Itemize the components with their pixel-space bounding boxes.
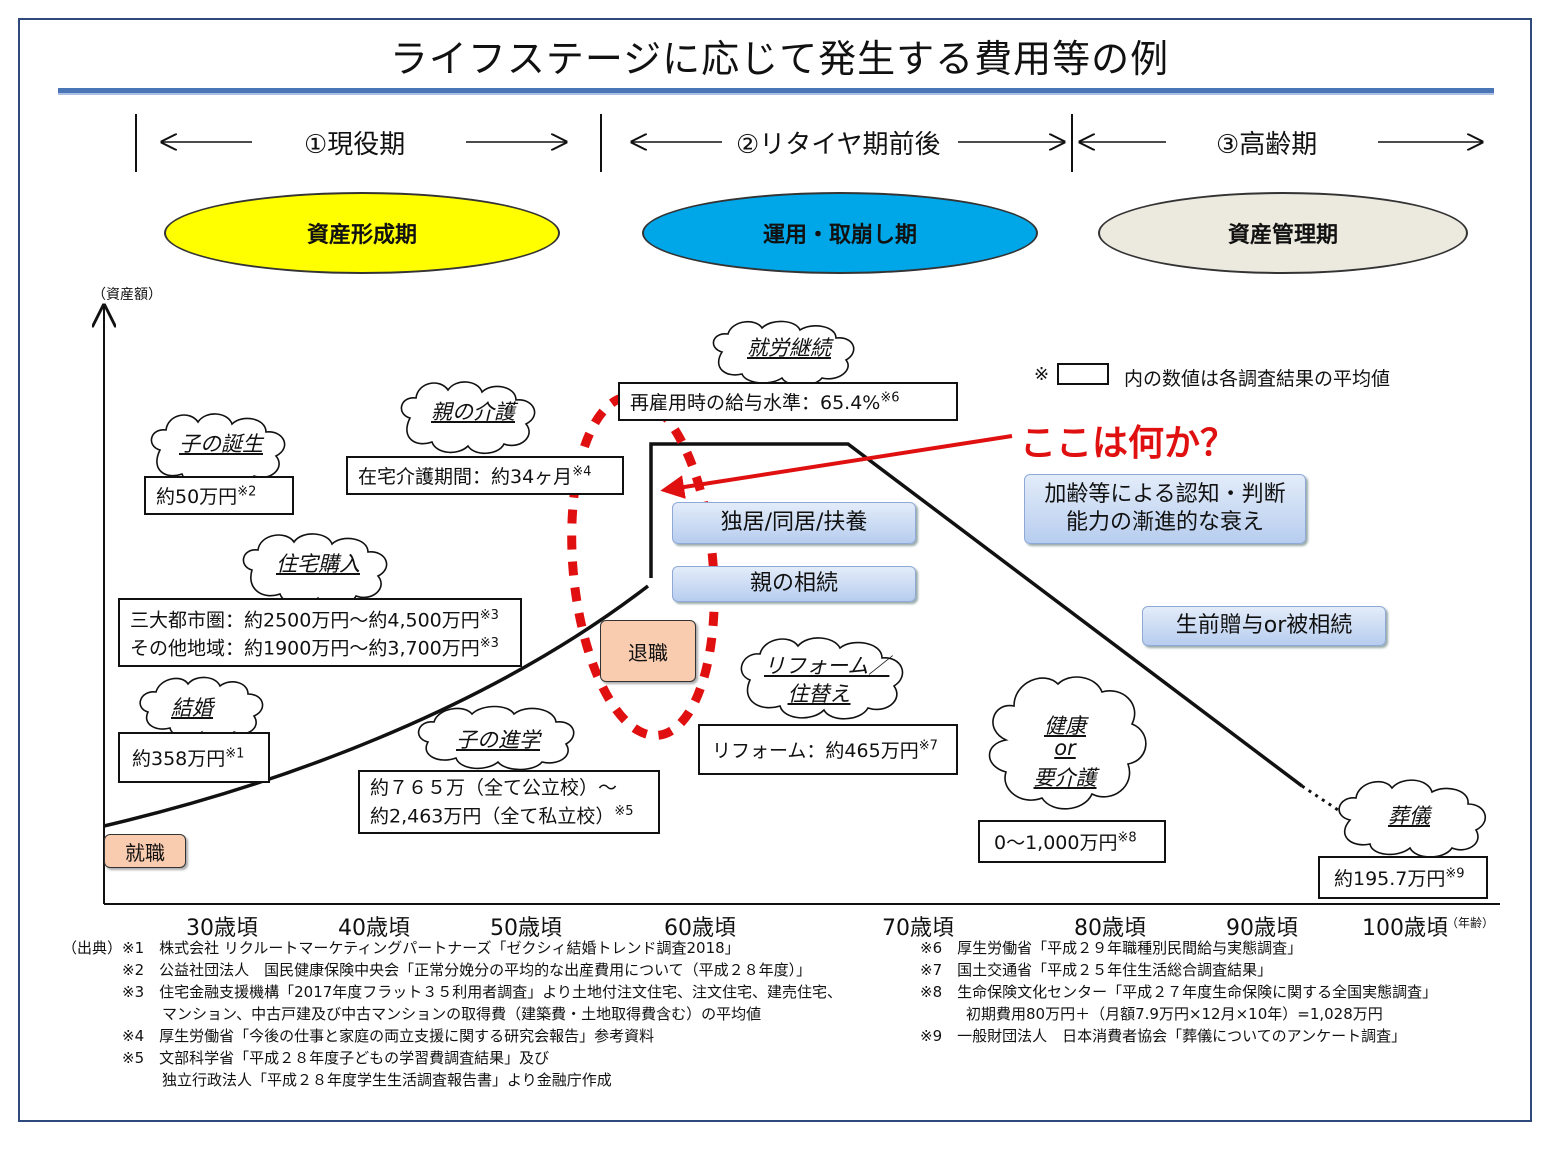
asset-curve-plateau — [649, 442, 1304, 788]
x-axis-unit: （年齢） — [1446, 916, 1495, 930]
value-health: 0～1,000万円※8 — [978, 820, 1166, 863]
event-reform-label-2: 住替え — [787, 682, 851, 706]
question-text: ここは何か？ — [1020, 423, 1237, 464]
event-health-label-1: 健康 — [1044, 714, 1086, 738]
asset-curve-rise — [103, 584, 650, 828]
value-funeral: 約195.7万円※9 — [1318, 856, 1488, 899]
question-arrow — [660, 434, 1013, 499]
tag-job: 就職 — [104, 834, 186, 868]
source-left-7: 独立行政法人「平成２８年度学生生活調査報告書」より金融庁作成 — [162, 1071, 612, 1089]
oval-drawdown: 運用・取崩し期 — [642, 192, 1038, 274]
source-right-1: ※6 厚生労働省「平成２９年職種別民間給与実態調査」 — [920, 939, 1303, 957]
cloud-care — [400, 381, 536, 455]
value-care: 在宅介護期間：約34ヶ月※4 — [346, 456, 624, 495]
y-axis-label: （資産額） — [92, 287, 162, 303]
source-right-2: ※7 国土交通省「平成２５年住生活総合調査結果」 — [920, 961, 1273, 979]
value-work: 再雇用時の給与水準：65.4%※6 — [618, 382, 958, 421]
event-house-label: 住宅購入 — [276, 552, 360, 576]
cloud-funeral — [1338, 779, 1487, 858]
age-tick: 60歳頃 — [664, 916, 736, 941]
legend-mark: ※ — [1034, 364, 1050, 385]
source-left-3: ※3 住宅金融支援機構「2017年度フラット３５利用者調査」より土地付注文住宅、… — [122, 983, 842, 1001]
age-tick: 70歳頃 — [882, 916, 954, 941]
value-education: 約７６５万（全て公立校）～ 約2,463万円（全て私立校）※5 — [358, 770, 660, 835]
event-marriage-label: 結婚 — [171, 696, 213, 720]
source-right-3: ※8 生命保険文化センター「平成２７年度生命保険に関する全国実態調査」 — [920, 983, 1438, 1001]
box-decline: 加齢等による認知・判断 能力の漸進的な衰え — [1024, 474, 1306, 544]
value-reform: リフォーム：約465万円※7 — [698, 724, 958, 775]
source-lead: （出典） — [62, 939, 123, 957]
age-tick: 50歳頃 — [490, 916, 562, 941]
source-left-5: ※4 厚生労働省「今後の仕事と家庭の両立支援に関する研究会報告」参考資料 — [122, 1027, 655, 1045]
source-left-4: マンション、中古戸建及び中古マンションの取得費（建築費・土地取得費含む）の平均値 — [162, 1005, 762, 1023]
event-education-label: 子の進学 — [456, 728, 540, 752]
tag-retire: 退職 — [600, 620, 696, 682]
outer-frame — [18, 18, 1532, 1122]
age-tick: 80歳頃 — [1074, 916, 1146, 941]
source-left-6: ※5 文部科学省「平成２８年度子どもの学習費調査結果」及び — [122, 1049, 550, 1067]
event-care-label: 親の介護 — [431, 400, 515, 424]
age-tick: 40歳頃 — [338, 916, 410, 941]
source-left-2: ※2 公益社団法人 国民健康保険中央会「正常分娩分の平均的な出産費用について（平… — [122, 961, 812, 979]
oval-asset-management: 資産管理期 — [1098, 192, 1468, 274]
event-health-label-3: 要介護 — [1033, 766, 1097, 790]
cloud-reform — [740, 637, 904, 720]
cloud-health — [988, 676, 1147, 810]
value-marriage: 約358万円※1 — [118, 732, 270, 783]
age-tick: 100歳頃 — [1362, 916, 1448, 941]
age-tick: 90歳頃 — [1226, 916, 1298, 941]
cloud-education — [417, 705, 575, 771]
value-birth: 約50万円※2 — [144, 476, 294, 515]
phase-label-elderly: ③高齢期 — [1216, 130, 1318, 160]
box-gift: 生前贈与or被相続 — [1142, 606, 1386, 646]
box-inherit: 親の相続 — [672, 566, 916, 602]
page-title: ライフステージに応じて発生する費用等の例 — [389, 37, 1170, 81]
source-left-1: ※1 株式会社 リクルートマーケティングパートナーズ「ゼクシィ結婚トレンド調査2… — [122, 939, 740, 957]
oval-asset-building: 資産形成期 — [164, 192, 560, 274]
title-underline — [58, 88, 1494, 95]
phase-label-retire: ②リタイヤ期前後 — [736, 130, 941, 160]
phase-label-active: ①現役期 — [304, 130, 406, 160]
event-birth-label: 子の誕生 — [179, 432, 263, 456]
event-work-label: 就労継続 — [747, 336, 831, 360]
legend-text: 内の数値は各調査結果の平均値 — [1124, 368, 1391, 390]
legend-box-sample — [1057, 363, 1109, 385]
event-reform-label-1: リフォーム／ — [764, 654, 890, 678]
box-living: 独居/同居/扶養 — [672, 502, 916, 544]
age-tick: 30歳頃 — [186, 916, 258, 941]
retirement-highlight — [567, 392, 719, 740]
value-house: 三大都市圏：約2500万円～約4,500万円※3 その他地域：約1900万円～約… — [118, 598, 522, 667]
source-right-5: ※9 一般財団法人 日本消費者協会「葬儀についてのアンケート調査」 — [920, 1027, 1407, 1045]
source-right-4: 初期費用80万円＋（月額7.9万円×12月×10年）=1,028万円 — [966, 1005, 1383, 1023]
event-health-label-2: or — [1054, 736, 1076, 760]
event-funeral-label: 葬儀 — [1388, 804, 1430, 828]
